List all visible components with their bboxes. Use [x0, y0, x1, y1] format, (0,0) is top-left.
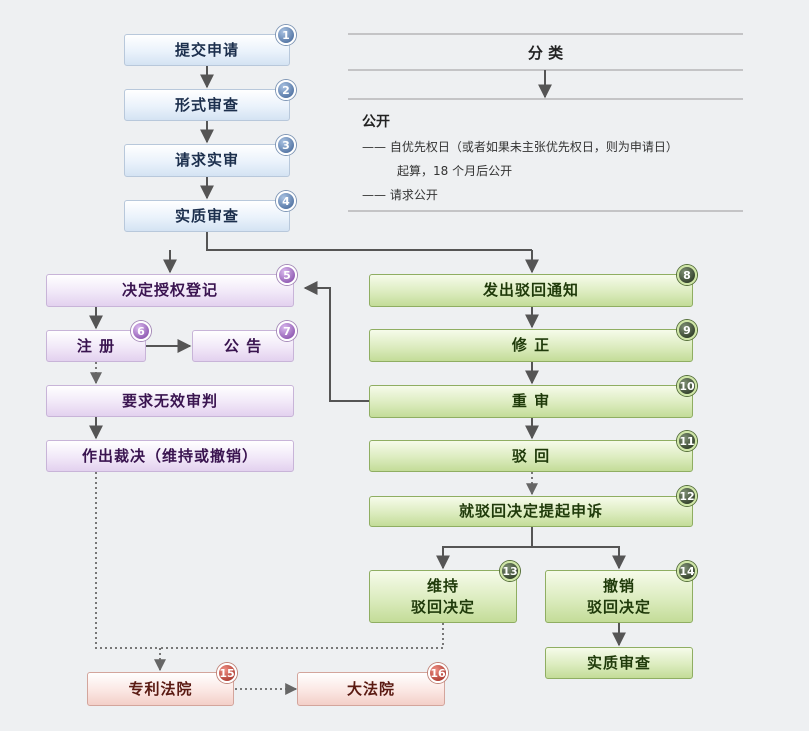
- step-label: 驳 回: [511, 446, 551, 465]
- publication-heading: 公开: [362, 114, 390, 130]
- step-label: 决定授权登记: [121, 281, 218, 300]
- step-label: 大法院: [346, 679, 395, 698]
- step-number-badge: 14: [677, 561, 697, 581]
- dotted-ruling-court: [95, 472, 160, 649]
- step-patent-court: 专利法院: [87, 672, 234, 706]
- step-label: 要求无效审判: [121, 391, 218, 410]
- step-number-badge: 2: [276, 80, 296, 100]
- step-number-badge: 13: [500, 561, 520, 581]
- step-number-badge: 3: [276, 135, 296, 155]
- step-label: 实质审查: [174, 206, 239, 225]
- appeal-split-right: [532, 546, 626, 570]
- step-number-badge: 16: [428, 663, 448, 683]
- step-number-badge: 5: [277, 265, 297, 285]
- step-substantive-examination-2: 实质审查: [545, 647, 693, 679]
- classification-title: 分 类: [527, 43, 564, 62]
- publication-rule-1-cont: 起算，18 个月后公开: [397, 164, 513, 178]
- step-appeal: 就驳回决定提起申诉: [369, 496, 693, 527]
- step-label-line1: 撤销: [602, 577, 635, 596]
- step-maintain-rejection: 维持 驳回决定: [369, 570, 517, 623]
- publication-rule-1: —— 自优先权日（或者如果未主张优先权日，则为申请日）: [362, 140, 678, 154]
- step-label: 请求实审: [174, 151, 239, 170]
- step-formal-examination: 形式审查: [124, 89, 290, 121]
- step-label-line2: 驳回决定: [410, 597, 475, 616]
- step-invalidation-request: 要求无效审判: [46, 385, 294, 417]
- step-number-badge: 1: [276, 25, 296, 45]
- info-panel-rules: [348, 33, 743, 212]
- step-supreme-court: 大法院: [297, 672, 445, 706]
- step-ruling: 作出裁决（维持或撤销）: [46, 440, 294, 472]
- step-number-badge: 7: [277, 321, 297, 341]
- step-number-badge: 15: [217, 663, 237, 683]
- step-reexamination: 重 审: [369, 385, 693, 418]
- step-label: 修 正: [511, 336, 551, 355]
- step-rejection: 驳 回: [369, 440, 693, 472]
- step-label: 作出裁决（维持或撤销）: [81, 446, 258, 465]
- publication-rule-2: —— 请求公开: [362, 188, 438, 202]
- step-request-examination: 请求实审: [124, 144, 290, 177]
- step-number-badge: 4: [276, 191, 296, 211]
- step-label: 发出驳回通知: [482, 281, 579, 300]
- step-number-badge: 6: [131, 321, 151, 341]
- appeal-split: [436, 527, 533, 570]
- step-substantive-examination: 实质审查: [124, 200, 290, 232]
- step-label: 就驳回决定提起申诉: [458, 502, 603, 521]
- step-label: 重 审: [511, 392, 551, 411]
- step-label: 公 告: [223, 336, 263, 355]
- step-label-line2: 驳回决定: [586, 597, 651, 616]
- step-amendment: 修 正: [369, 329, 693, 362]
- step-label: 注 册: [76, 336, 116, 355]
- arrow-reexam-grant: [303, 281, 369, 402]
- step-rejection-notice: 发出驳回通知: [369, 274, 693, 307]
- step-label-line1: 维持: [426, 577, 459, 596]
- step-submit-application: 提交申请: [124, 34, 290, 66]
- step-number-badge: 11: [677, 431, 697, 451]
- step-number-badge: 9: [677, 320, 697, 340]
- step-number-badge: 10: [677, 376, 697, 396]
- step-label: 专利法院: [128, 679, 193, 698]
- dotted-maintain-court: [160, 623, 444, 649]
- step-number-badge: 8: [677, 265, 697, 285]
- step-label: 形式审查: [174, 95, 239, 114]
- step-revoke-rejection: 撤销 驳回决定: [545, 570, 693, 623]
- split-line: [206, 232, 532, 251]
- step-label: 实质审查: [586, 653, 651, 672]
- step-register: 注 册: [46, 330, 146, 362]
- step-number-badge: 12: [677, 486, 697, 506]
- step-announce: 公 告: [192, 330, 294, 362]
- step-label: 提交申请: [174, 40, 239, 59]
- step-grant-registration: 决定授权登记: [46, 274, 294, 307]
